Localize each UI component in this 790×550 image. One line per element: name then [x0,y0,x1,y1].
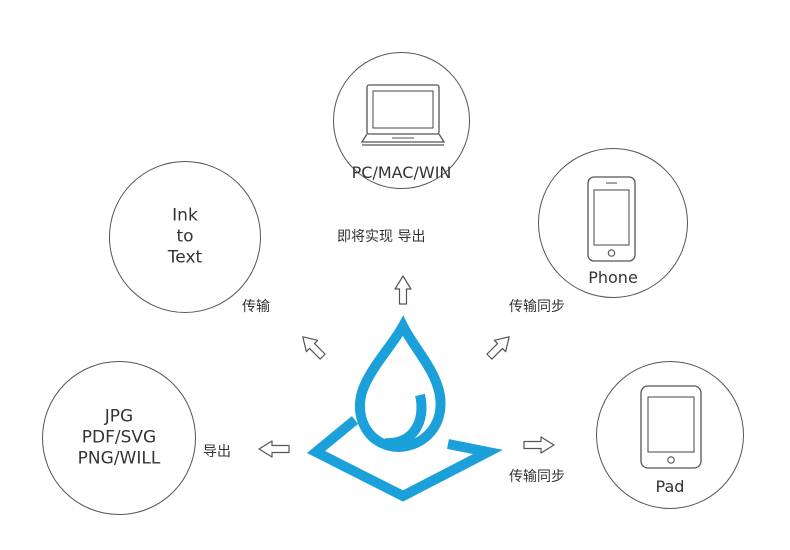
pad-node: Pad [596,361,744,509]
edge-label-to-pad: 传输同步 [509,469,565,485]
ink-drop-logo-icon [306,315,503,502]
ink-to-text-line: to [176,226,194,247]
laptop-label: PC/MAC/WIN [351,163,452,182]
arrow-up-icon [394,275,412,305]
formats-node: JPG PDF/SVG PNG/WILL [42,361,196,515]
smartphone-icon [587,176,636,262]
arrow-up-right-icon [486,336,510,360]
laptop-node: PC/MAC/WIN [333,52,470,189]
edge-label-to-formats: 导出 [203,444,231,460]
phone-node: Phone [538,148,688,298]
edge-label-to-ink-to-text: 传输 [242,299,270,315]
edge-label-to-phone: 传输同步 [509,299,565,315]
laptop-icon [360,84,446,146]
ink-to-text-line: Text [167,247,203,268]
ink-to-text-line: Ink [172,205,198,226]
arrow-left-icon [258,440,290,458]
edge-label-to-laptop: 即将实现 导出 [337,229,426,245]
format-line: JPG [104,406,134,427]
pad-label: Pad [655,477,685,496]
formats-lines: JPG PDF/SVG PNG/WILL [43,407,195,470]
arrow-up-left-icon [302,336,326,360]
ink-to-text-node: Ink to Text [109,161,261,313]
arrow-right-icon [523,436,555,454]
tablet-icon [640,385,702,469]
format-line: PNG/WILL [77,448,161,469]
format-line: PDF/SVG [81,427,157,448]
ink-to-text-lines: Ink to Text [110,206,260,269]
phone-label: Phone [588,268,638,287]
